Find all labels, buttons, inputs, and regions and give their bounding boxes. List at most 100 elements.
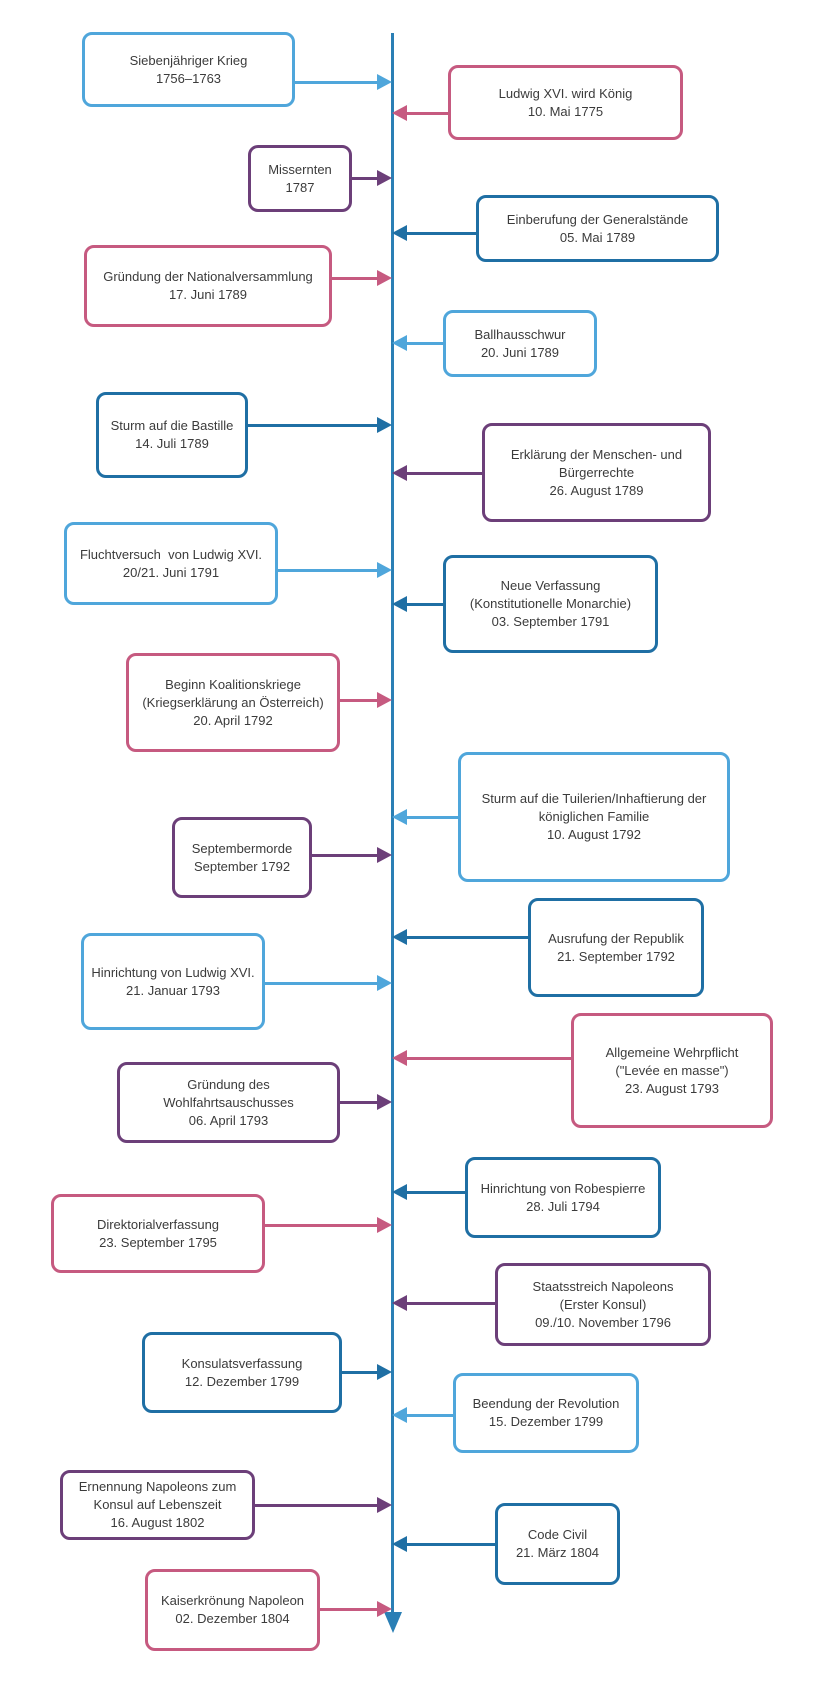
event-text-line: ("Levée en masse") <box>615 1062 729 1078</box>
event-text-line: 10. August 1792 <box>547 827 641 842</box>
event-text-line: Einberufung der Generalstände <box>506 211 689 227</box>
event-box-18: Hinrichtung von Robespierre 28. Juli 1794 <box>465 1157 661 1238</box>
event-box-2: Ludwig XVI. wird König 10. Mai 1775 <box>448 65 683 140</box>
event-text-line: 20. Juni 1789 <box>480 344 560 360</box>
event-text-line: 23. September 1795 <box>99 1234 217 1250</box>
event-connector-line <box>246 423 380 427</box>
event-connector-arrowhead-icon <box>391 809 407 825</box>
event-connector-line <box>405 341 445 345</box>
event-connector-line <box>340 1370 380 1374</box>
event-text-line: 02. Dezember 1804 <box>175 1611 290 1626</box>
event-text-line: 20/21. Juni 1791 <box>122 564 220 580</box>
event-connector-arrowhead-icon <box>391 1050 407 1066</box>
event-text-line: 09./10. November 1796 <box>535 1314 671 1330</box>
event-text-line: Hinrichtung von Ludwig XVI. <box>91 964 255 980</box>
event-text-line: 26. August 1789 <box>549 482 644 498</box>
event-text-line: Missernten <box>268 161 332 177</box>
event-text-line: Allgemeine Wehrpflicht <box>605 1044 739 1060</box>
event-box-7: Sturm auf die Bastille 14. Juli 1789 <box>96 392 248 478</box>
event-text-line: (Erster Konsul) <box>559 1296 647 1312</box>
event-connector-arrowhead-icon <box>391 335 407 351</box>
event-text-line: Ausrufung der Republik <box>548 930 684 946</box>
event-text-line: 21. September 1792 <box>557 948 675 964</box>
event-connector-line <box>405 471 484 475</box>
event-connector-arrowhead-icon <box>376 270 392 286</box>
event-text-line: Bürgerrechte <box>558 464 635 480</box>
event-box-14: Ausrufung der Republik 21. September 1792 <box>528 898 704 997</box>
event-box-4: Einberufung der Generalstände 05. Mai 178… <box>476 195 719 262</box>
event-text-line: Wohlfahrtsauschusses <box>163 1094 294 1110</box>
event-text-line: 28. Juli 1794 <box>526 1198 600 1214</box>
event-text-line: 10. Mai 1775 <box>527 103 604 119</box>
event-text-line: Siebenjähriger Krieg <box>129 52 248 68</box>
event-connector-line <box>350 176 380 180</box>
event-connector-line <box>263 1223 380 1227</box>
event-text-line: Hinrichtung von Robespierre <box>480 1180 646 1196</box>
event-text-line: 23. August 1793 <box>625 1080 719 1096</box>
event-text-line: 1787 <box>285 179 315 195</box>
event-text-line: 05. Mai 1789 <box>559 229 636 245</box>
event-connector-arrowhead-icon <box>391 105 407 121</box>
event-connector-line <box>405 1301 497 1305</box>
event-text-line: 20. April 1792 <box>193 712 273 728</box>
event-text-line: Beendung der Revolution <box>472 1396 620 1411</box>
event-connector-arrowhead-icon <box>376 1497 392 1513</box>
event-connector-line <box>253 1503 380 1507</box>
event-connector-arrowhead-icon <box>376 1094 392 1110</box>
event-connector-arrowhead-icon <box>376 847 392 863</box>
event-text-line: königlichen Familie <box>538 809 650 824</box>
event-text-line: Ernennung Napoleons zum <box>78 1479 237 1494</box>
event-text-line: Gründung der Nationalversammlung <box>103 269 313 284</box>
event-text-line: Konsul auf Lebenszeit <box>93 1497 222 1512</box>
event-connector-line <box>405 111 450 115</box>
event-text-line: Ludwig XVI. wird König <box>498 85 633 101</box>
event-connector-arrowhead-icon <box>376 170 392 186</box>
event-connector-line <box>405 1190 467 1194</box>
event-text-line: 14. Juli 1789 <box>135 436 209 451</box>
event-text-line: 06. April 1793 <box>188 1112 269 1128</box>
event-text-line: Sturm auf die Bastille <box>110 418 234 433</box>
event-text-line: Septembermorde <box>191 840 293 856</box>
event-connector-arrowhead-icon <box>376 1364 392 1380</box>
event-text-line: Beginn Koalitionskriege <box>165 676 301 692</box>
event-text-line: Neue Verfassung <box>500 578 601 593</box>
event-box-20: Staatsstreich Napoleons (Erster Konsul) 09… <box>495 1263 711 1346</box>
event-connector-arrowhead-icon <box>391 1295 407 1311</box>
timeline-end-arrowhead-icon <box>383 1612 402 1633</box>
event-text-line: Fluchtversuch von Ludwig XVI. <box>79 546 263 562</box>
event-connector-arrowhead-icon <box>391 1407 407 1423</box>
event-connector-arrowhead-icon <box>376 74 392 90</box>
event-text-line: 12. Dezember 1799 <box>184 1373 300 1389</box>
event-box-11: Beginn Koalitionskriege(Kriegserklärung … <box>126 653 340 752</box>
event-box-19: Direktorialverfassung 23. September 1795 <box>51 1194 265 1273</box>
event-box-15: Hinrichtung von Ludwig XVI.21. Januar 17… <box>81 933 265 1030</box>
event-connector-line <box>276 568 380 572</box>
event-connector-arrowhead-icon <box>376 562 392 578</box>
event-connector-line <box>330 276 380 280</box>
event-text-line: (Konstitutionelle Monarchie) <box>469 596 632 611</box>
event-text-line: 16. August 1802 <box>110 1515 205 1530</box>
event-connector-line <box>405 1542 497 1546</box>
event-text-line: Ballhausschwur <box>474 326 566 342</box>
event-text-line: Direktorialverfassung <box>96 1216 220 1232</box>
event-text-line: Staatsstreich Napoleons <box>532 1278 674 1294</box>
event-text-line: Code Civil <box>527 1527 588 1542</box>
event-connector-arrowhead-icon <box>391 929 407 945</box>
event-connector-line <box>263 981 380 985</box>
event-connector-line <box>338 1100 380 1104</box>
event-connector-arrowhead-icon <box>391 465 407 481</box>
event-connector-line <box>318 1607 380 1611</box>
event-connector-line <box>405 1413 455 1417</box>
event-text-line: Konsulatsverfassung <box>181 1355 303 1371</box>
event-connector-arrowhead-icon <box>376 1601 392 1617</box>
event-connector-line <box>293 80 380 84</box>
event-text-line: Sturm auf die Tuilerien/Inhaftierung der <box>481 791 707 806</box>
event-connector-arrowhead-icon <box>391 1184 407 1200</box>
